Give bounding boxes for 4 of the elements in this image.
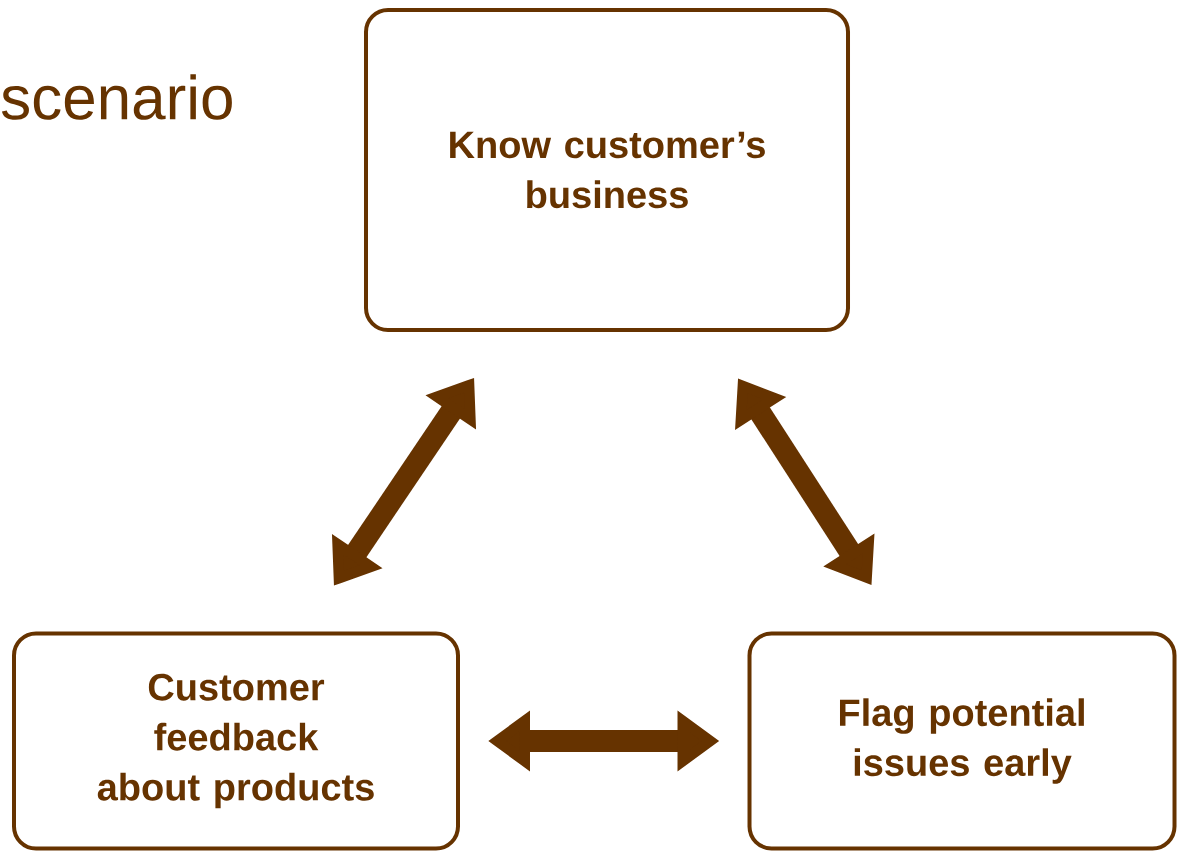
heading-text: scenario — [1, 74, 232, 120]
process-box: Know customer’s business — [364, 8, 850, 332]
process-box: Customer feedback about products — [12, 631, 460, 851]
process-box: Flag potential issues early — [747, 631, 1177, 851]
